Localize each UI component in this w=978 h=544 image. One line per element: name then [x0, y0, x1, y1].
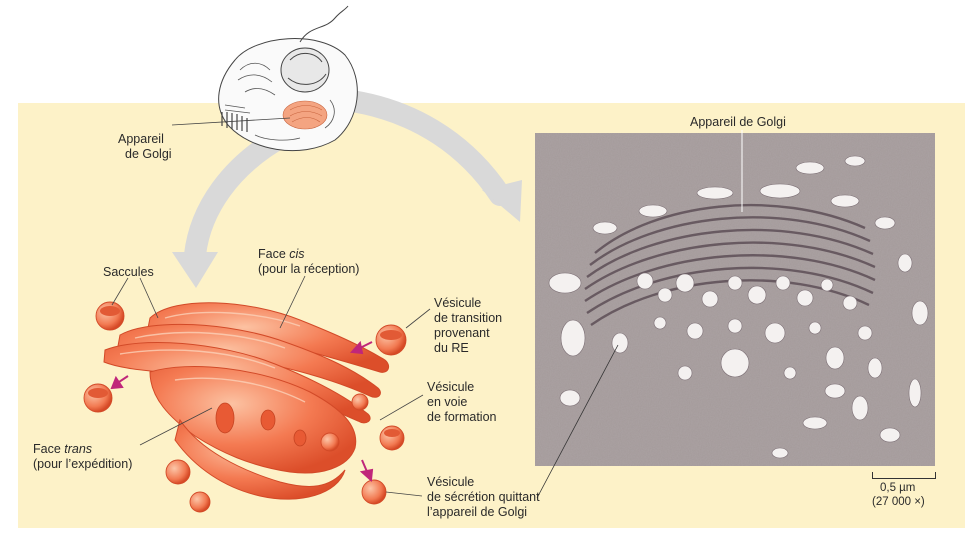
label-face-trans-term: trans	[64, 442, 93, 456]
vesicle	[320, 432, 340, 452]
label-vesicule-secretion: Vésicule de sécrétion quittant l’apparei…	[427, 475, 540, 520]
cisterna-trans	[149, 365, 357, 474]
label-face-trans-prefix: Face	[33, 442, 65, 456]
label-vesicule-secretion-line3: l’appareil de Golgi	[427, 505, 528, 519]
label-vesicule-formation-line1: Vésicule	[427, 380, 475, 394]
transport-arrows	[110, 340, 374, 483]
label-golgi-cell: Appareil de Golgi	[118, 132, 172, 162]
label-face-trans: Face trans (pour l’expédition)	[33, 442, 132, 472]
label-vesicule-transition-line3: provenant	[434, 326, 490, 340]
electron-micrograph	[535, 133, 935, 466]
label-vesicule-secretion-line2: de sécrétion quittant	[427, 490, 540, 504]
label-face-cis-prefix: Face	[258, 247, 290, 261]
label-face-cis-desc: (pour la réception)	[258, 262, 360, 276]
organelle-lines	[224, 62, 335, 141]
flagellum	[299, 5, 349, 43]
leader-lines	[111, 275, 431, 497]
label-vesicule-secretion-line1: Vésicule	[427, 475, 475, 489]
vesicle	[189, 491, 211, 513]
label-face-cis-term: cis	[289, 247, 305, 261]
label-vesicule-transition-line2: de transition	[434, 311, 503, 325]
label-vesicule-transition-line1: Vésicule	[434, 296, 482, 310]
cisterna-fenestrae	[215, 402, 307, 447]
label-golgi-cell-line1: Appareil	[118, 132, 164, 146]
label-vesicule-transition: Vésicule de transition provenant du RE	[434, 296, 502, 356]
vesicle-openings	[88, 306, 402, 437]
scale-bar	[872, 472, 936, 479]
guide-arrowhead-left	[172, 252, 218, 288]
label-micrograph-title: Appareil de Golgi	[690, 115, 786, 129]
label-vesicule-formation-line3: de formation	[427, 410, 497, 424]
trans-network	[174, 418, 346, 500]
cisternae-highlights	[119, 311, 306, 403]
guide-arrow-right	[334, 89, 511, 206]
label-face-cis: Face cis (pour la réception)	[258, 247, 359, 277]
microvilli	[221, 112, 248, 132]
leader-golgi-cell	[171, 117, 291, 126]
highlighted-golgi-in-cell	[282, 100, 328, 130]
vesicle	[351, 393, 369, 411]
magnification: (27 000 ×)	[872, 496, 925, 508]
scale-value: 0,5 µm	[880, 482, 916, 494]
label-vesicule-transition-line4: du RE	[434, 341, 469, 355]
golgi-stack-micrograph	[584, 203, 876, 326]
guide-arrowhead-right	[482, 180, 522, 222]
label-vesicule-formation-line2: en voie	[427, 395, 468, 409]
vesicles-micrograph	[548, 155, 929, 459]
label-vesicule-formation: Vésicule en voie de formation	[427, 380, 496, 425]
label-saccules: Saccules	[103, 265, 154, 279]
label-face-trans-desc: (pour l’expédition)	[33, 457, 133, 471]
vesicle	[165, 459, 191, 485]
micrograph-texture	[535, 133, 935, 466]
label-golgi-cell-line2: de Golgi	[125, 147, 172, 161]
nucleus	[280, 47, 330, 93]
